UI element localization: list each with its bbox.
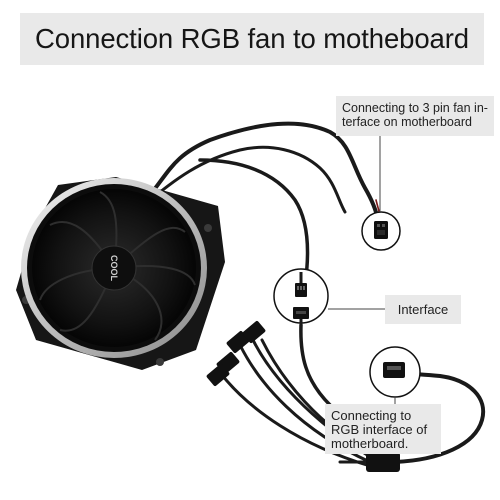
3-pin-connector-icon (361, 211, 401, 251)
fan-power-cable-inner (148, 145, 347, 214)
fan-image: COOL (16, 177, 225, 370)
fan-header-label: Connecting to 3 pin fan in- terface on m… (336, 96, 494, 136)
interface-connector-icon (273, 268, 329, 325)
fan-logo: COOL (109, 255, 119, 282)
title-banner: Connection RGB fan to motheboard (20, 13, 484, 65)
fan-rgb-cable (198, 158, 310, 287)
rgb-plugs (206, 321, 266, 386)
splitter-hub (366, 452, 400, 472)
interface-label: Interface (385, 295, 461, 324)
fan-header-label-line-1: Connecting to 3 pin fan in- (342, 101, 488, 115)
interface-label-text: Interface (397, 301, 449, 317)
rgb-header-label: Connecting to RGB interface of motherboa… (325, 404, 441, 454)
fan-header-label-line-2: terface on motherboard (342, 115, 472, 129)
rgb-header-label-line-1: Connecting to (331, 408, 412, 423)
fan-power-cable (148, 121, 380, 222)
page-title: Connection RGB fan to motheboard (34, 23, 469, 54)
rgb-header-label-line-3: motherboard. (331, 436, 409, 451)
rgb-connector-icon (369, 346, 421, 398)
cables (148, 121, 381, 287)
callout-lines (328, 136, 396, 404)
rgb-header-label-line-2: RGB interface of (331, 422, 428, 437)
